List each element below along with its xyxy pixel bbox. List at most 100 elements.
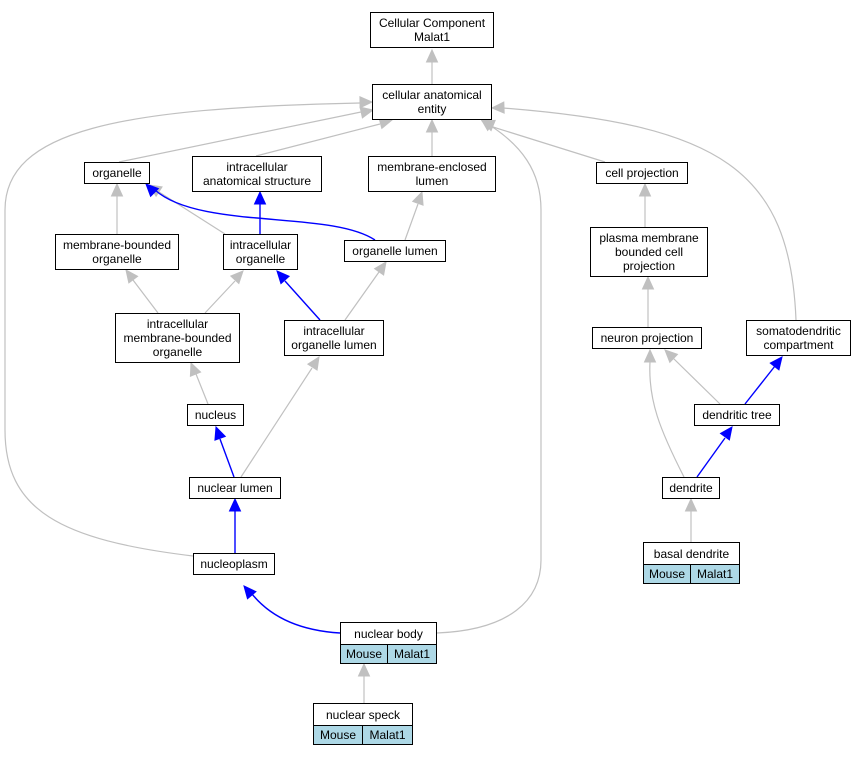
edge-ol-organelle-arrowhead <box>145 183 160 198</box>
edge-dtree-sdc-arrowhead <box>769 356 783 371</box>
edge-ol-mel-arrowhead <box>411 190 424 206</box>
nuclear-speck-tags: Mouse Malat1 <box>313 725 413 745</box>
edge-imbo-mbo <box>132 279 159 314</box>
edge-io-ias-arrowhead <box>253 190 267 205</box>
edge-neuronproj-pmbcp-arrowhead <box>641 275 655 290</box>
node-label: nucleus <box>194 408 237 422</box>
edge-iol-ol <box>344 271 380 321</box>
species-tag: Mouse <box>340 644 388 664</box>
edge-dtree-sdc <box>744 365 776 405</box>
gene-tag: Malat1 <box>691 564 740 584</box>
edge-nlumen-iol <box>240 367 313 478</box>
edge-nbody-cae-arrowhead <box>480 118 495 132</box>
edge-nlumen-nucleus <box>219 438 235 478</box>
node-label: nuclear lumen <box>197 481 273 495</box>
edge-imbo-io-arrowhead <box>229 270 244 285</box>
edge-nucleoplasm-cae <box>4 102 361 557</box>
node-label: dendrite <box>669 481 713 495</box>
node-neuron-projection[interactable]: neuron projection <box>592 327 702 349</box>
edge-imbo-mbo-arrowhead <box>125 269 139 284</box>
node-cell-projection[interactable]: cell projection <box>596 162 688 184</box>
node-label: cellular anatomical entity <box>382 88 482 116</box>
edge-dendrite-neuronproj-arrowhead <box>643 348 657 363</box>
edge-pmbcp-cellproj-arrowhead <box>638 182 652 197</box>
node-label: basal dendrite <box>653 546 730 561</box>
edge-nlumen-nucleus-arrowhead <box>214 425 227 441</box>
node-dendrite[interactable]: dendrite <box>662 477 720 499</box>
edge-ol-organelle <box>154 189 376 241</box>
node-label: membrane-enclosed lumen <box>377 160 487 188</box>
node-organelle[interactable]: organelle <box>84 162 150 184</box>
node-label: nuclear speck <box>325 707 401 722</box>
node-nuclear-body[interactable]: nuclear body <box>340 622 437 645</box>
node-label: Cellular Component Malat1 <box>378 16 486 44</box>
node-dendritic-tree[interactable]: dendritic tree <box>694 404 780 426</box>
node-plasma-membrane-bounded-cell-projection[interactable]: plasma membrane bounded cell projection <box>590 227 708 277</box>
node-intracellular-membrane-bounded-organelle[interactable]: intracellular membrane-bounded organelle <box>115 313 240 363</box>
edge-organelle-cae-arrowhead <box>359 106 375 119</box>
node-label: intracellular membrane-bounded organelle <box>123 317 232 359</box>
node-label: intracellular anatomical structure <box>202 160 312 188</box>
edge-dendrite-neuronproj <box>649 361 685 478</box>
node-basal-dendrite[interactable]: basal dendrite <box>643 542 740 565</box>
node-label: cell projection <box>605 166 679 180</box>
edge-iol-io <box>284 280 321 321</box>
node-somatodendritic-compartment[interactable]: somatodendritic compartment <box>746 320 851 356</box>
gene-tag: Malat1 <box>363 725 413 745</box>
node-nuclear-speck[interactable]: nuclear speck <box>313 703 413 726</box>
node-cellular-component-malat1[interactable]: Cellular Component Malat1 <box>370 12 494 48</box>
edge-iol-ol-arrowhead <box>373 261 387 276</box>
node-label: membrane-bounded organelle <box>62 238 172 266</box>
node-label: intracellular organelle <box>229 238 292 266</box>
edge-nbody-nucleoplasm-arrowhead <box>243 585 257 600</box>
edge-bdendrite-dendrite-arrowhead <box>684 497 698 512</box>
edge-dtree-neuronproj-arrowhead <box>664 349 679 364</box>
node-cellular-anatomical-entity[interactable]: cellular anatomical entity <box>372 84 492 120</box>
node-membrane-enclosed-lumen[interactable]: membrane-enclosed lumen <box>368 156 496 192</box>
node-label: neuron projection <box>600 331 694 345</box>
edge-cellproj-cae <box>492 126 606 163</box>
species-tag: Mouse <box>643 564 691 584</box>
node-intracellular-organelle[interactable]: intracellular organelle <box>223 234 298 270</box>
edge-cae-root-arrowhead <box>425 48 439 63</box>
edge-ias-cae <box>255 123 381 157</box>
edge-dendrite-dtree-arrowhead <box>719 426 733 441</box>
edge-mel-cae-arrowhead <box>425 118 439 133</box>
node-label: intracellular organelle lumen <box>291 324 377 352</box>
node-label: dendritic tree <box>702 408 772 422</box>
edge-nucleus-imbo <box>195 373 209 405</box>
edge-nspeck-nbody-arrowhead <box>357 662 371 677</box>
node-label: organelle <box>92 166 142 180</box>
edge-organelle-cae <box>118 111 362 163</box>
edge-nucleoplasm-cae-arrowhead <box>359 95 374 109</box>
node-label: nuclear body <box>354 626 423 641</box>
node-label: nucleoplasm <box>200 557 268 571</box>
node-nuclear-lumen[interactable]: nuclear lumen <box>189 477 281 499</box>
species-tag: Mouse <box>313 725 363 745</box>
node-nucleus[interactable]: nucleus <box>187 404 244 426</box>
node-label: somatodendritic compartment <box>756 324 841 352</box>
edge-dendrite-dtree <box>696 437 726 478</box>
edge-mbo-organelle-arrowhead <box>110 182 124 197</box>
gene-tag: Malat1 <box>388 644 437 664</box>
edge-dtree-neuronproj <box>672 357 721 405</box>
nuclear-body-tags: Mouse Malat1 <box>340 644 437 664</box>
node-label: plasma membrane bounded cell projection <box>599 231 699 273</box>
edge-ol-mel <box>404 203 419 241</box>
node-organelle-lumen[interactable]: organelle lumen <box>344 240 446 262</box>
basal-dendrite-tags: Mouse Malat1 <box>643 564 740 584</box>
edge-io-organelle <box>158 191 226 235</box>
edge-nbody-cae <box>436 125 542 634</box>
edge-sdc-cae-arrowhead <box>490 101 505 114</box>
node-intracellular-anatomical-structure[interactable]: intracellular anatomical structure <box>192 156 322 192</box>
edge-nbody-nucleoplasm <box>251 593 341 634</box>
edge-imbo-io <box>204 280 236 314</box>
edge-sdc-cae <box>502 107 797 321</box>
node-intracellular-organelle-lumen[interactable]: intracellular organelle lumen <box>284 320 384 356</box>
edge-nlumen-iol-arrowhead <box>306 355 320 371</box>
node-label: organelle lumen <box>352 244 438 258</box>
node-nucleoplasm[interactable]: nucleoplasm <box>193 553 275 575</box>
edge-nucleoplasm-nlumen-arrowhead <box>228 497 242 512</box>
node-membrane-bounded-organelle[interactable]: membrane-bounded organelle <box>55 234 179 270</box>
